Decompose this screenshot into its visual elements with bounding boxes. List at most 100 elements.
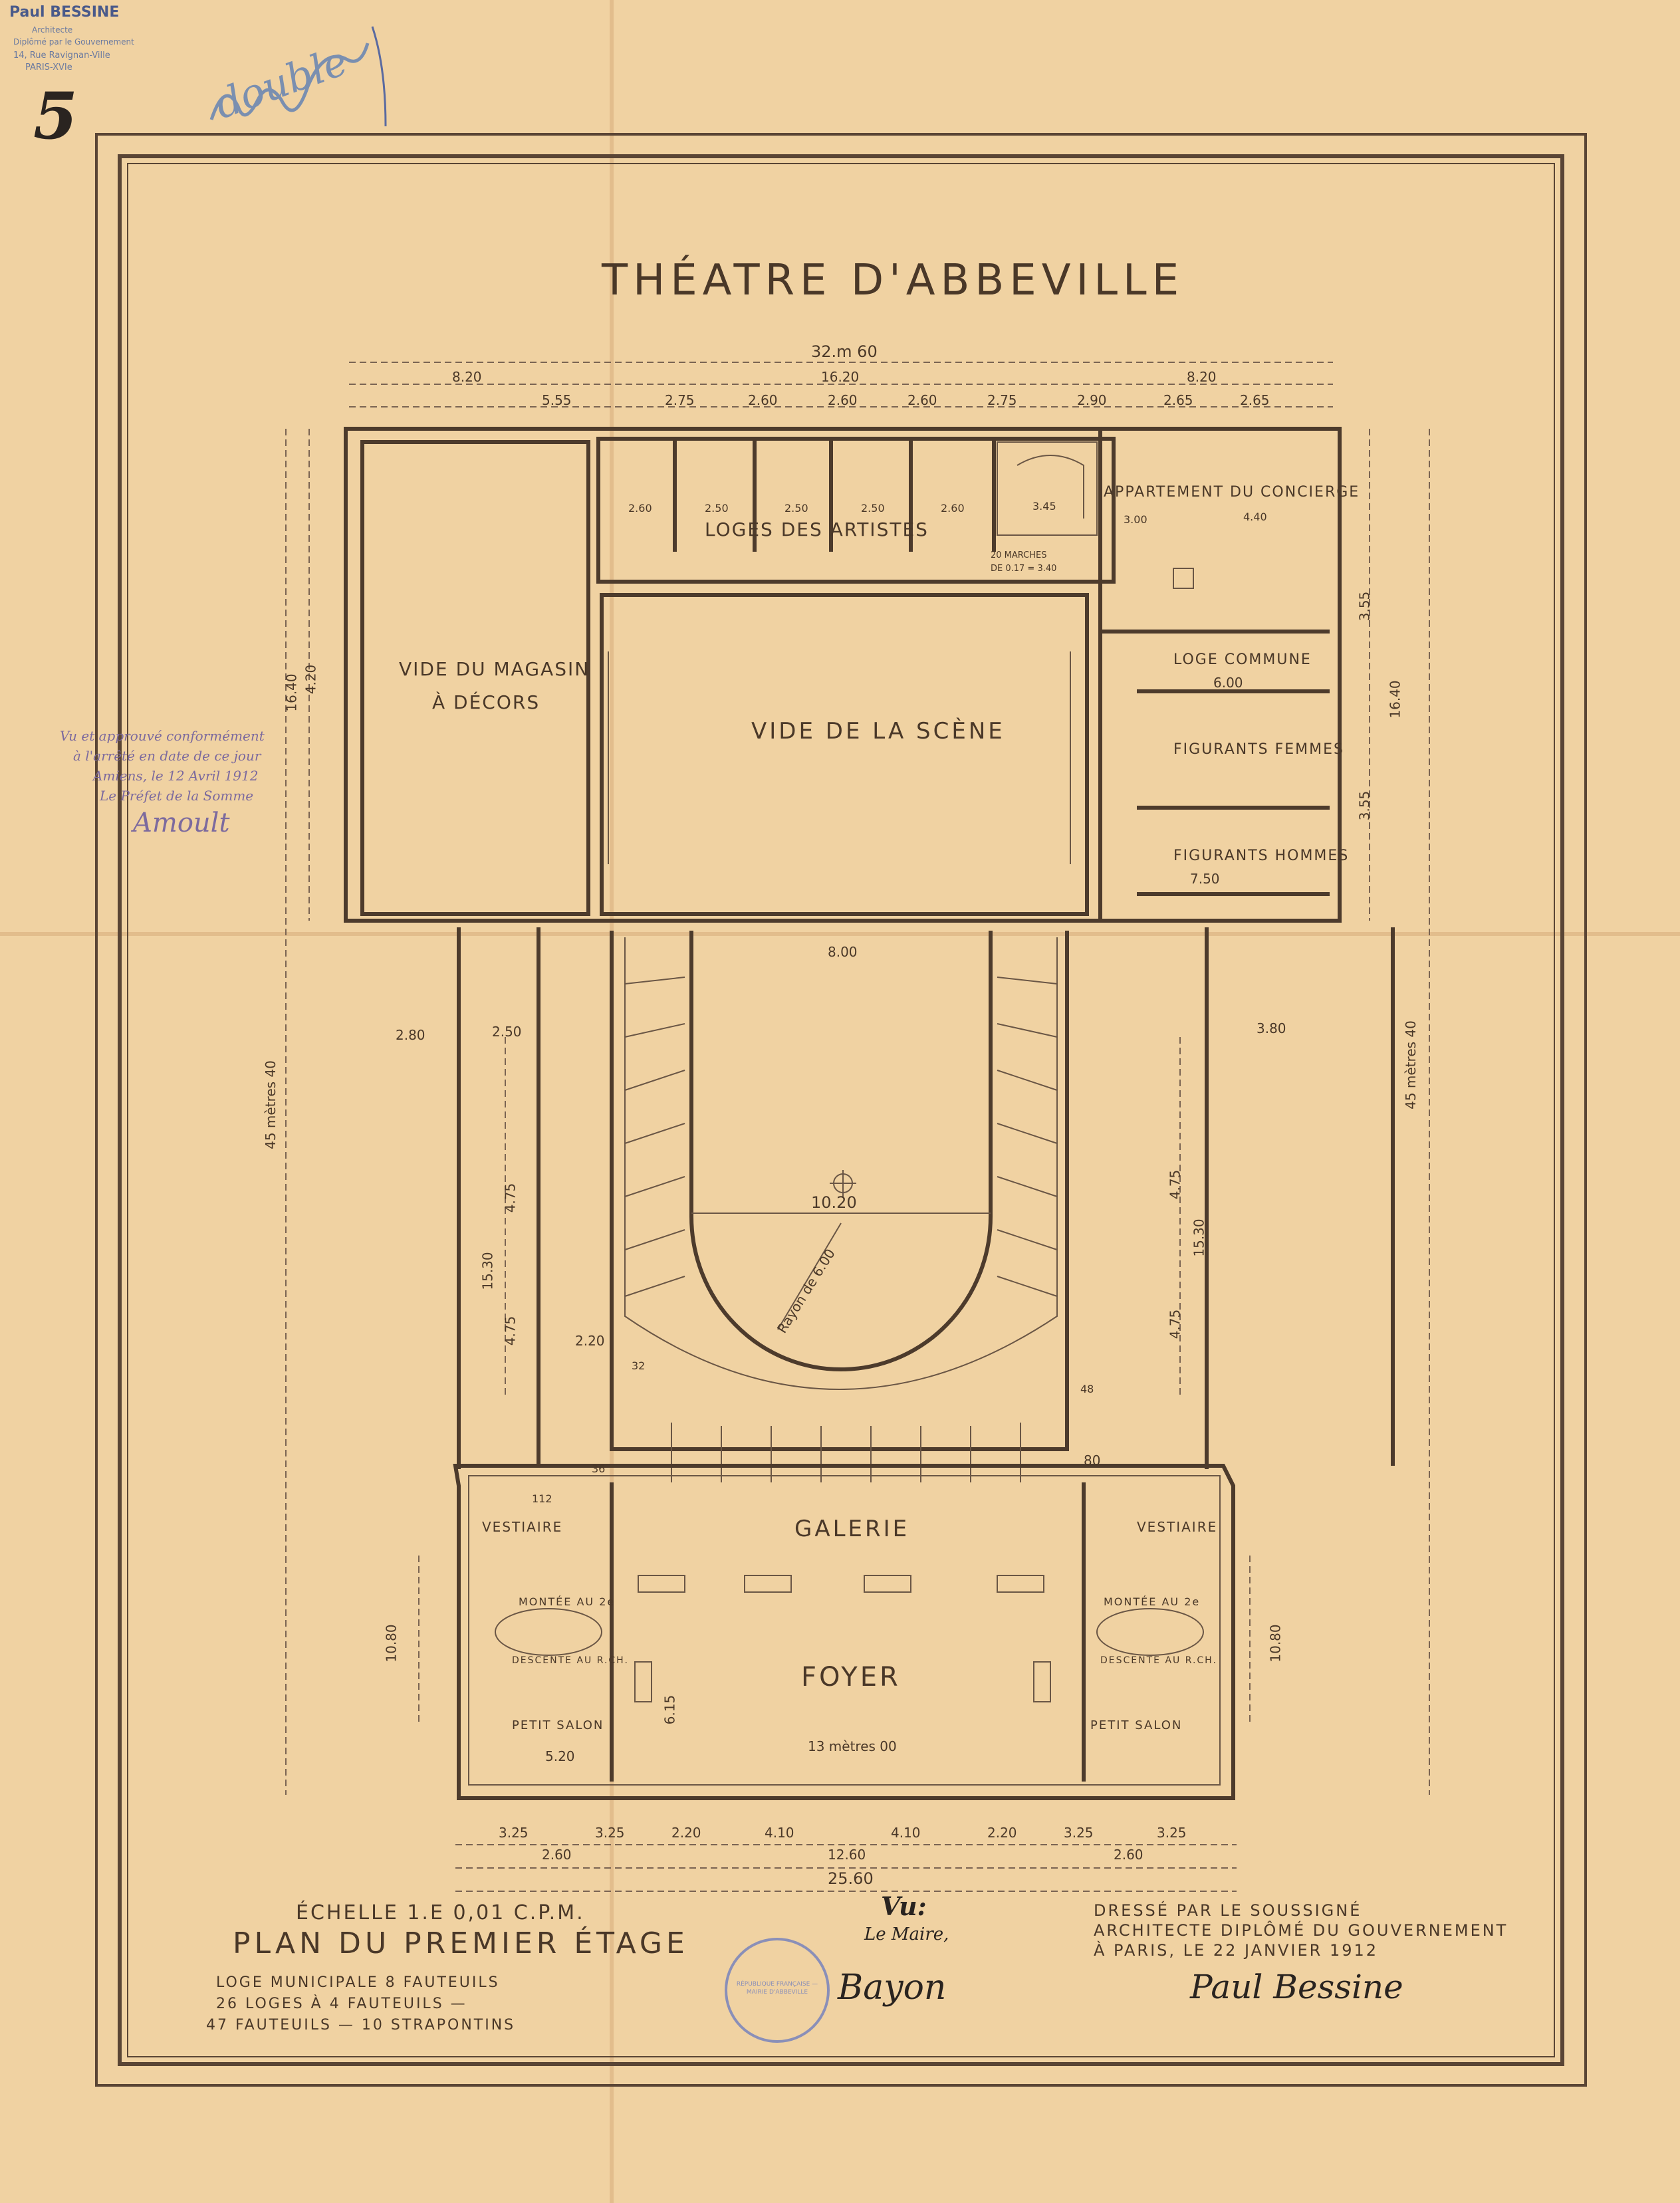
dim-text-concierge: 3.00 (1124, 513, 1147, 526)
label-montee-left: MONTÉE AU 2e (519, 1595, 616, 1608)
dim-text-right-475: 4.75 (1167, 1169, 1183, 1200)
seat-label-80: 80 (1084, 1452, 1101, 1468)
dim-text-loge-small-1: 2.50 (784, 502, 808, 515)
box-partitions-right (997, 977, 1058, 1297)
label-descente-left: DESCENTE AU R.CH. (512, 1655, 629, 1666)
seat-label-112: 112 (532, 1492, 552, 1505)
dim-text-loge-2: 2.60 (748, 392, 778, 408)
blue-pencil-stroke (371, 26, 387, 127)
dim-text-right-355: 3.55 (1356, 591, 1373, 622)
horseshoe-inner (689, 931, 993, 1371)
legend-line2: 26 LOGES À 4 FAUTEUILS — (216, 1996, 467, 2012)
dim-text-loge-small-2: 2.50 (861, 502, 885, 515)
inner-frame-fine (127, 163, 1555, 2057)
dim-text-loge-small-3: 2.60 (941, 502, 965, 515)
service-stair (997, 441, 1098, 536)
dim-text-loge-3: 2.60 (828, 392, 858, 408)
dim-text-left-1080: 10.80 (383, 1624, 400, 1663)
inner-frame (118, 154, 1564, 2066)
dim-text-top-total: 32.m 60 (811, 342, 878, 361)
dim-text-loge-8: 2.65 (1240, 392, 1270, 408)
label-scene: VIDE DE LA SCÈNE (751, 718, 1005, 745)
label-montee-right: MONTÉE AU 2e (1104, 1595, 1201, 1608)
label-figurants-femmes: FIGURANTS FEMMES (1173, 741, 1344, 758)
foyer-piers (634, 1575, 1051, 1702)
dim-text-side-280: 2.80 (396, 1027, 425, 1043)
vu-signature: Bayon (838, 1968, 947, 2008)
dim-text-bottom-0: 3.25 (499, 1825, 529, 1841)
stair-left (495, 1608, 602, 1656)
dim-text-loge-5: 2.75 (987, 392, 1017, 408)
blue-pencil-scribble (209, 43, 370, 120)
label-magasin-1: VIDE DU MAGASIN (399, 658, 590, 680)
scene-walls (600, 593, 1089, 916)
legend-scale: ÉCHELLE 1.E 0,01 C.P.M. (296, 1901, 585, 1924)
box-partitions-left (624, 977, 685, 1297)
auditorium-side-walls (537, 927, 1395, 1466)
architect-stamp-line2: Architecte (32, 25, 73, 35)
architect-signature: Paul Bessine (1190, 1968, 1403, 2006)
label-descente-right: DESCENTE AU R.CH. (1100, 1655, 1217, 1666)
dim-text-side-250: 2.50 (492, 1024, 522, 1040)
label-loges-artistes: LOGES DES ARTISTES (705, 519, 929, 540)
drawing-title: THÉATRE D'ABBEVILLE (602, 256, 1185, 305)
dim-text-left-475b: 4.75 (502, 1316, 519, 1346)
dim-text-bottom-3: 4.10 (765, 1825, 794, 1841)
foyer-block-inner (468, 1475, 1221, 1786)
approval-line1: Vu et approuvé conformément (60, 728, 265, 744)
architect-stamp-line5: PARIS-XVIe (25, 62, 72, 72)
foyer-block-outline (453, 1464, 1235, 1800)
label-appartement: APPARTEMENT DU CONCIERGE (1104, 484, 1360, 501)
approval-line3: Amiens, le 12 Avril 1912 (93, 768, 259, 784)
dim-text-loge-0: 5.55 (542, 392, 572, 408)
dim-text-left-1530: 15.30 (479, 1252, 496, 1290)
vu-heading: Vu: (881, 1891, 927, 1921)
dim-text-bottom-total: 25.60 (828, 1869, 874, 1888)
dim-text-side-380: 3.80 (1257, 1020, 1286, 1036)
label-magasin-2: À DÉCORS (432, 691, 540, 713)
label-vestiaire-right: VESTIAIRE (1137, 1519, 1218, 1535)
dim-text-top-right: 8.20 (1187, 369, 1217, 385)
architect-stamp-line1: Paul BESSINE (9, 4, 120, 21)
dim-text-foyer-d: 6.15 (661, 1694, 678, 1725)
stair-right (1096, 1608, 1204, 1656)
box-partitions-front (671, 1423, 1021, 1482)
approval-line2: à l'arrêté en date de ce jour (73, 748, 261, 764)
dim-text-salon-520: 5.20 (545, 1748, 575, 1764)
dim-text-left-1640: 16.40 (283, 673, 300, 712)
label-marches: 20 MARCHES (991, 550, 1047, 560)
label-salon-left: PETIT SALON (512, 1718, 604, 1732)
label-galerie: GALERIE (794, 1516, 910, 1542)
mairie-seal-text: RÉPUBLIQUE FRANÇAISE — MAIRIE D'ABBEVILL… (736, 1981, 818, 1996)
dim-text-bottom-5: 2.20 (987, 1825, 1017, 1841)
concierge-box (1173, 568, 1194, 589)
architect-line3: À PARIS, LE 22 JANVIER 1912 (1094, 1941, 1379, 1960)
label-foyer: FOYER (801, 1662, 901, 1692)
dim-text-left-height: 45 mètres 40 (262, 1060, 279, 1149)
dim-text-foyer-w: 13 mètres 00 (808, 1738, 897, 1754)
seat-label-48: 48 (1080, 1383, 1094, 1395)
auditorium-outer-walls (457, 927, 1209, 1469)
legend-line1: LOGE MUNICIPALE 8 FAUTEUILS (216, 1974, 500, 1991)
seat-label-32: 32 (632, 1359, 646, 1372)
dim-text-loge-1: 2.75 (665, 392, 695, 408)
box-tier-outline (610, 931, 1069, 1451)
approval-signature: Amoult (133, 808, 230, 838)
dim-text-figurants: 7.50 (1190, 871, 1220, 887)
vu-sub: Le Maire, (864, 1924, 949, 1944)
label-marches-dim: DE 0.17 = 3.40 (991, 564, 1057, 574)
dim-text-right-1640: 16.40 (1387, 680, 1403, 719)
legend-plan-title: PLAN DU PREMIER ÉTAGE (233, 1926, 689, 1960)
magasin-walls (360, 440, 590, 916)
dim-text-right-355b: 3.55 (1356, 790, 1373, 821)
outer-frame (95, 133, 1587, 2087)
dim-text-right-height: 45 mètres 40 (1402, 1020, 1419, 1109)
mairie-seal: RÉPUBLIQUE FRANÇAISE — MAIRIE D'ABBEVILL… (725, 1938, 830, 2043)
dim-text-bottom-mid: 12.60 (828, 1847, 866, 1863)
label-salon-right: PETIT SALON (1090, 1718, 1183, 1732)
dim-text-top-left: 8.20 (452, 369, 482, 385)
dim-text-loge-commune: 6.00 (1213, 675, 1243, 691)
dim-text-left-475: 4.75 (502, 1183, 519, 1213)
dim-text-bottom-2: 2.20 (671, 1825, 701, 1841)
dim-text-top-mid: 16.20 (821, 369, 860, 385)
